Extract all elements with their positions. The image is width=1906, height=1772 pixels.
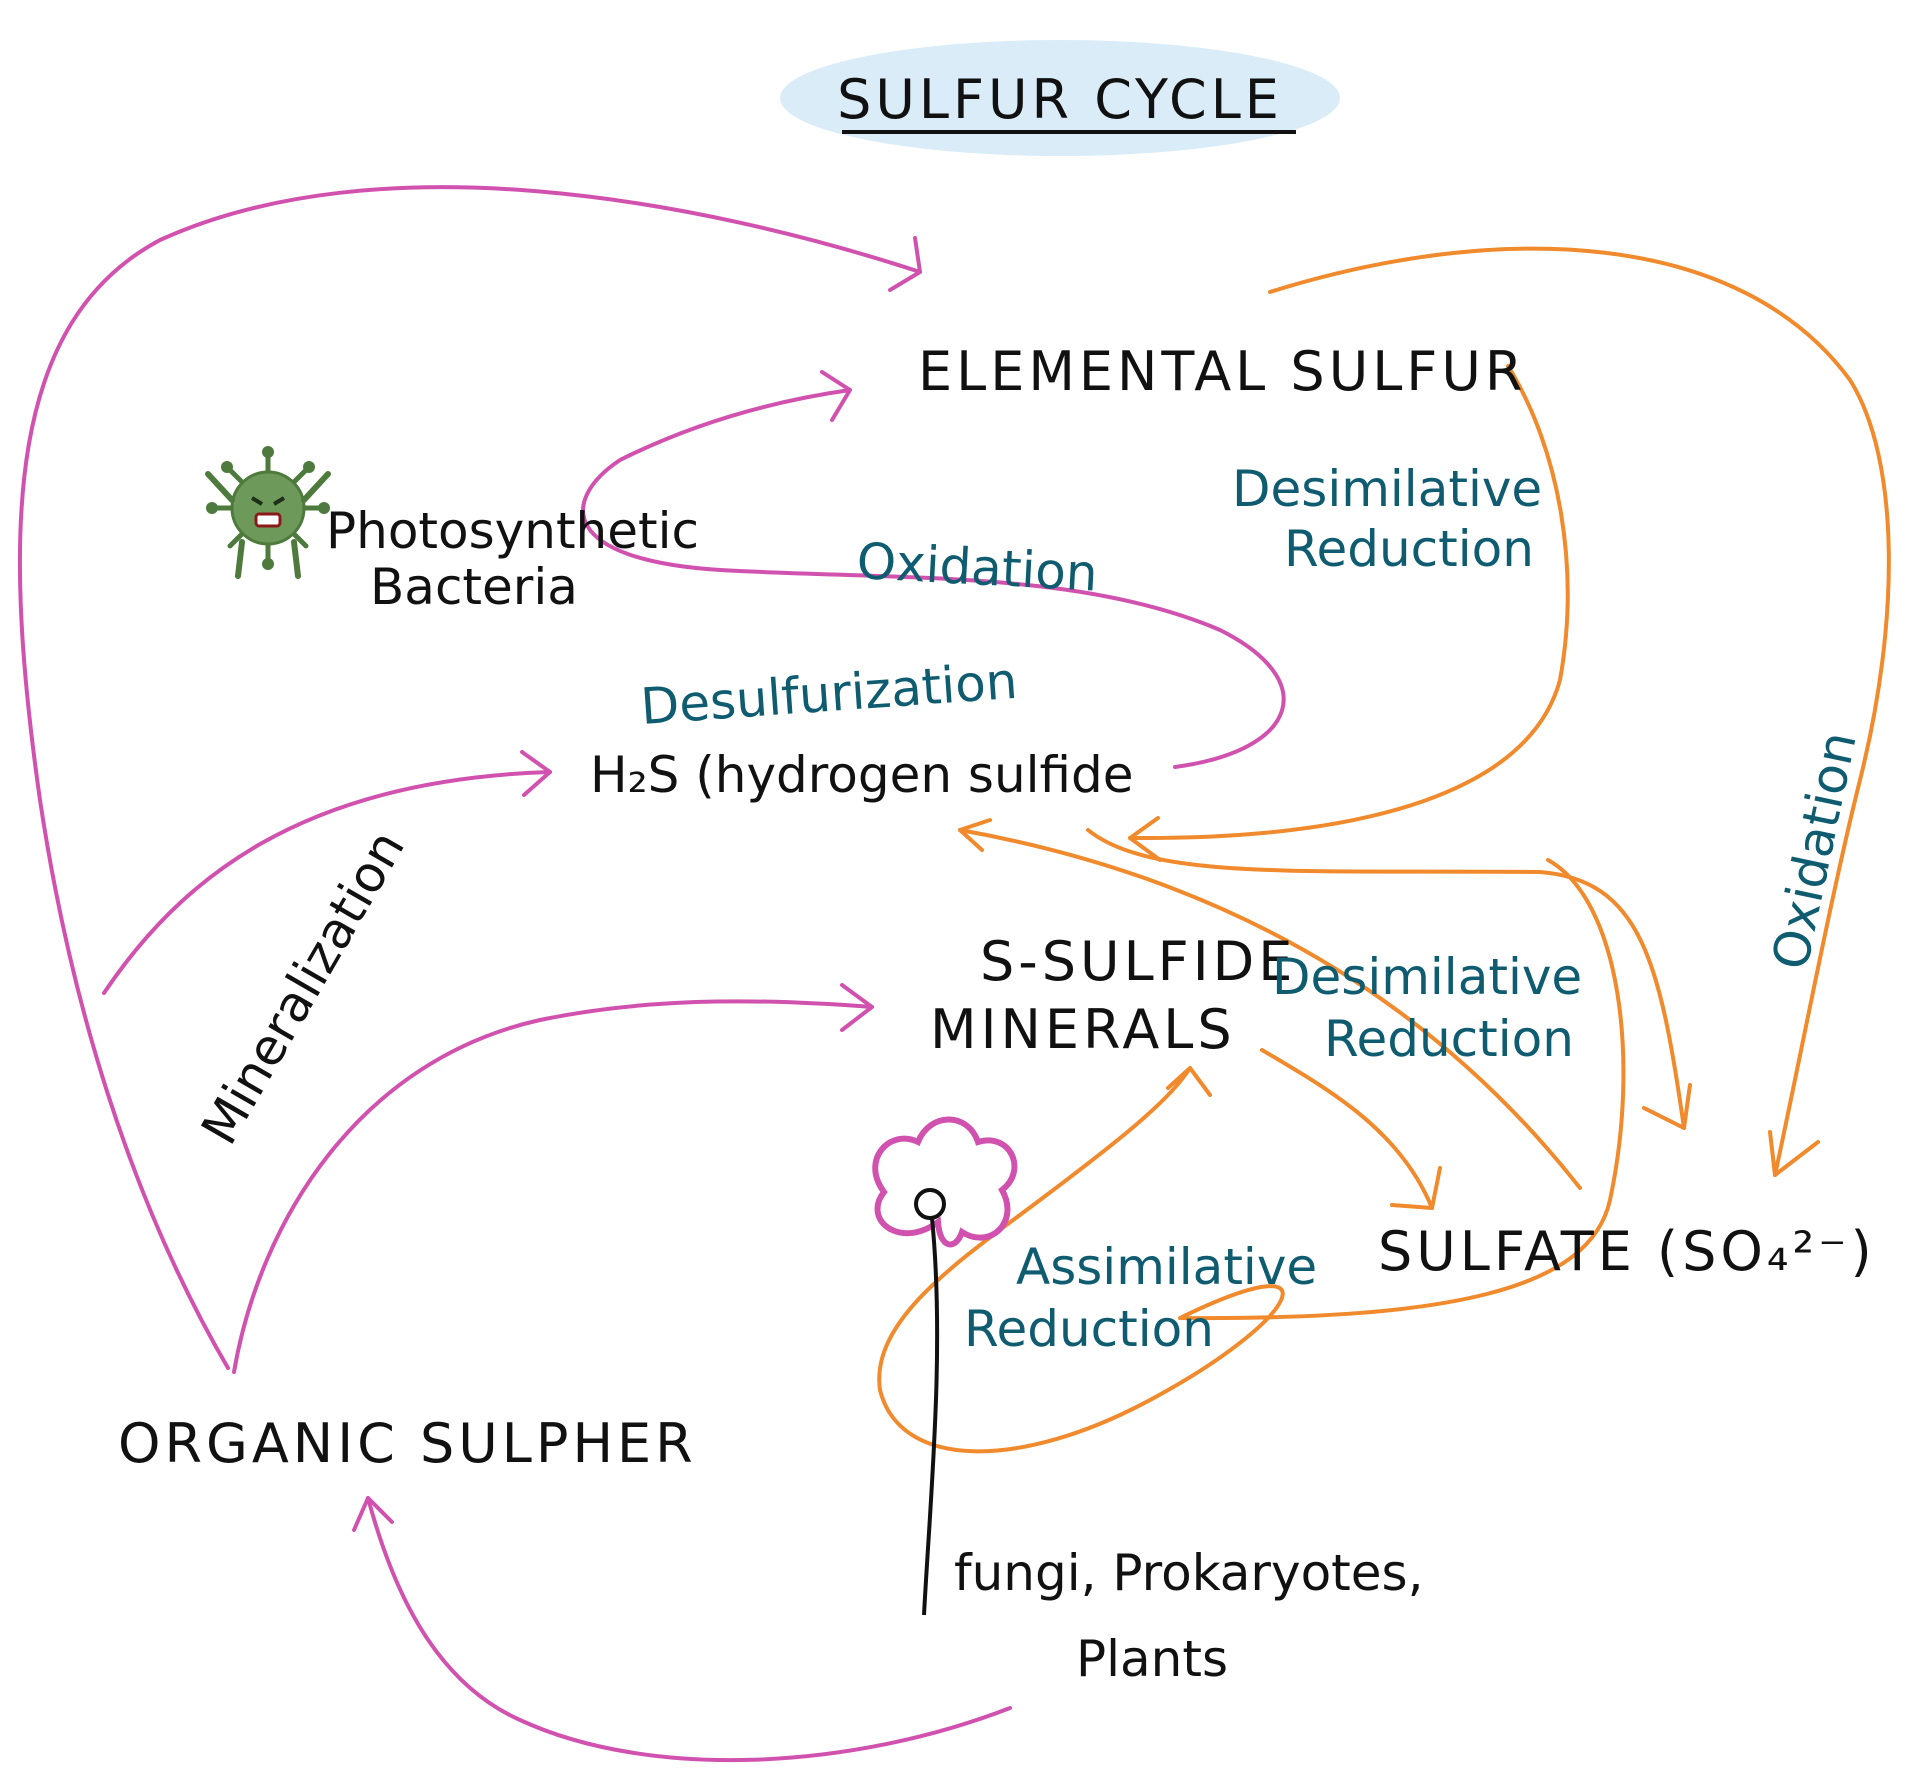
label-desimilative-mid-2: Reduction	[1324, 1010, 1574, 1068]
page-title: SULFUR CYCLE	[837, 68, 1283, 131]
label-desimilative-mid-1: Desimilative	[1272, 948, 1582, 1006]
arrow-h2s-to-elemental-oxidation	[581, 388, 1286, 769]
arrow-h2s-to-sulfate	[1086, 828, 1686, 1130]
arrowhead-h2s-to-elemental	[820, 370, 852, 422]
label-desulfurization: Desulfurization	[639, 652, 1019, 736]
arrowhead-organic-to-elemental	[888, 236, 922, 292]
bacteria-label-line2: Bacteria	[370, 558, 578, 616]
label-oxidation-right: Oxidation	[1761, 727, 1868, 975]
flower-icon	[872, 1116, 1018, 1616]
title-bubble	[780, 40, 1340, 156]
arrowhead-sulfate-to-minerals	[1166, 1066, 1212, 1097]
arrow-sulfate-to-h2s-reduction	[958, 828, 1582, 1190]
organisms-label-line1: fungi, Prokaryotes,	[954, 1544, 1423, 1602]
arrow-organic-to-elemental	[17, 185, 922, 1370]
node-sulfide-minerals-line2: MINERALS	[930, 998, 1236, 1061]
label-oxidation-top: Oxidation	[855, 532, 1099, 603]
node-hydrogen-sulfide: H₂S (hydrogen sulfide	[590, 746, 1134, 804]
arrow-elemental-to-sulfate-oxidation	[1268, 246, 1891, 1177]
arrowhead-organic-to-h2s	[520, 750, 552, 797]
arrow-elemental-to-h2s-reduction	[1128, 364, 1570, 841]
node-sulfate: SULFATE (SO₄²⁻)	[1378, 1220, 1876, 1283]
bacteria-label-line1: Photosynthetic	[326, 502, 699, 560]
label-assimilative-2: Reduction	[964, 1300, 1214, 1358]
arrowhead-elemental-to-sulfate	[1768, 1130, 1820, 1177]
label-assimilative-1: Assimilative	[1016, 1238, 1317, 1296]
arrowhead-organisms-to-organic	[352, 1496, 394, 1532]
arrow-minerals-to-sulfate	[1260, 1048, 1434, 1210]
node-sulfide-minerals-line1: S-SULFIDE	[980, 930, 1296, 993]
virus-icon	[205, 446, 331, 579]
label-desimilative-top-2: Reduction	[1284, 520, 1534, 578]
arrow-organic-to-h2s-mineralization	[102, 770, 552, 995]
label-mineralization: Mineralization	[190, 821, 416, 1154]
arrow-organisms-to-organic	[366, 1496, 1012, 1763]
arrowhead-organic-to-minerals	[840, 983, 874, 1032]
arrowhead-sulfate-to-h2s	[958, 818, 992, 852]
node-organic-sulpher: ORGANIC SULPHER	[118, 1412, 697, 1475]
label-desimilative-top-1: Desimilative	[1232, 460, 1542, 518]
arrowhead-h2s-to-sulfate	[1642, 1083, 1692, 1130]
organisms-label-line2: Plants	[1076, 1630, 1228, 1688]
node-elemental-sulfur: ELEMENTAL SULFUR	[918, 340, 1526, 403]
arrowhead-elemental-to-h2s	[1128, 816, 1162, 862]
arrowhead-minerals-to-sulfate	[1390, 1166, 1442, 1210]
arrow-organic-to-minerals	[232, 999, 874, 1374]
